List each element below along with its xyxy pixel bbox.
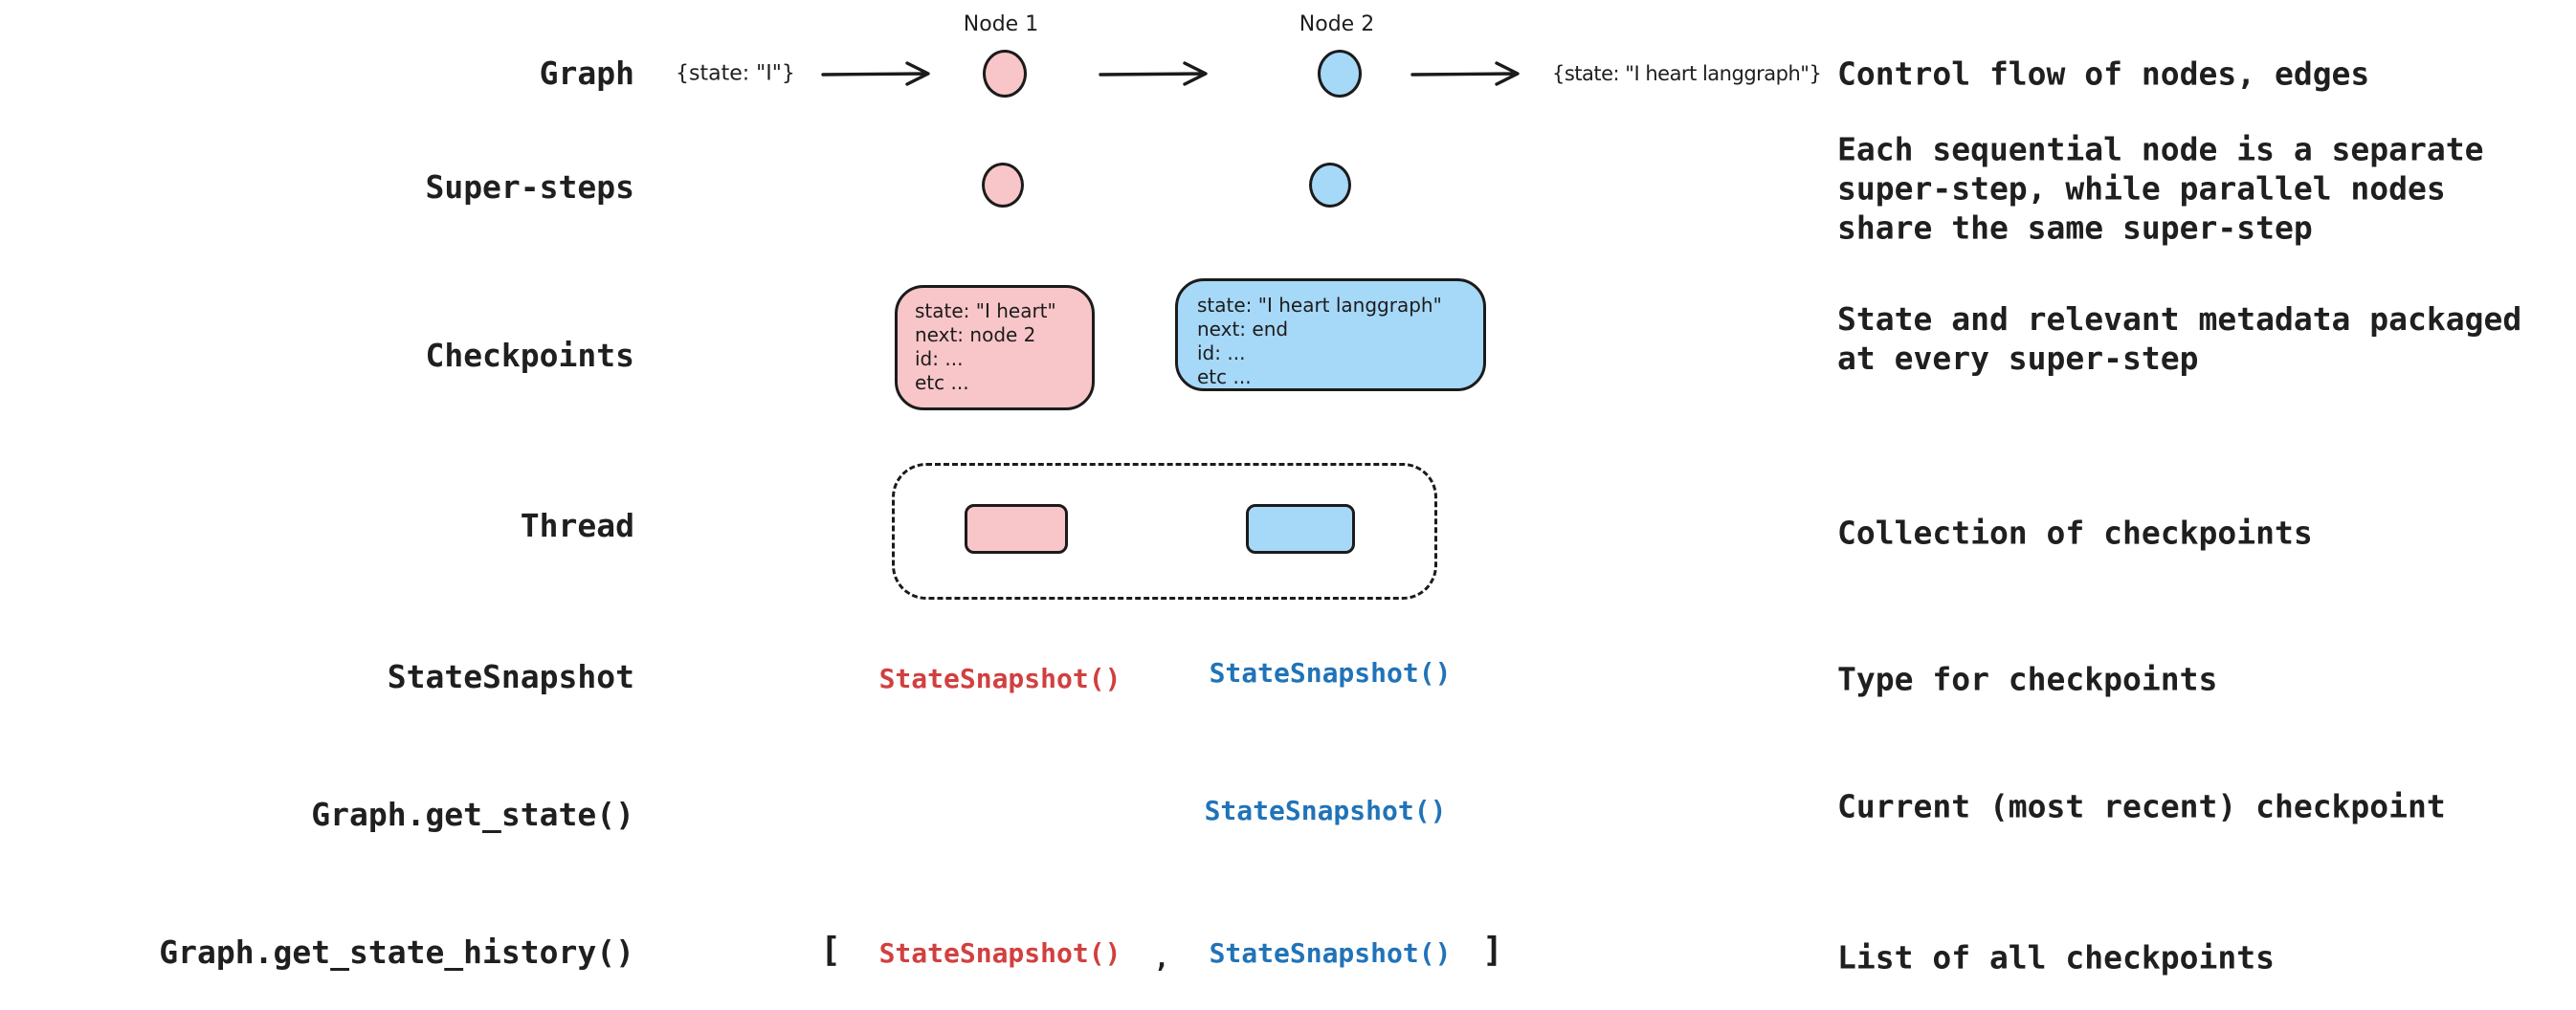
checkpoint-box-node1: state: "I heart" next: node 2 id: ... et… — [895, 285, 1095, 410]
label-checkpoints: Checkpoints — [425, 337, 634, 375]
superstep-node-2 — [1309, 163, 1351, 208]
desc-get-state-history: List of all checkpoints — [1837, 938, 2275, 977]
input-state-annotation: {state: "I"} — [676, 61, 795, 86]
thread-checkpoint-blue — [1246, 504, 1355, 554]
close-bracket: ] — [1482, 931, 1503, 970]
checkpoint-line: id: ... — [1197, 341, 1246, 364]
node-2-circle — [1318, 50, 1362, 98]
desc-get-state: Current (most recent) checkpoint — [1837, 787, 2446, 825]
open-bracket: [ — [820, 931, 841, 970]
history-statesnapshot-red: StateSnapshot() — [878, 937, 1121, 969]
checkpoint-line: next: end — [1197, 318, 1289, 340]
statesnapshot-blue: StateSnapshot() — [1209, 657, 1452, 689]
history-statesnapshot-blue: StateSnapshot() — [1209, 937, 1452, 969]
desc-statesnapshot: Type for checkpoints — [1837, 660, 2218, 698]
node-1-circle — [983, 50, 1027, 98]
checkpoint-line: state: "I heart langgraph" — [1197, 294, 1442, 317]
thread-boundary — [892, 463, 1437, 600]
checkpoint-box-node2: state: "I heart langgraph" next: end id:… — [1175, 278, 1486, 391]
checkpoint-line: etc ... — [1197, 365, 1252, 388]
label-get-state-history: Graph.get_state_history() — [159, 933, 634, 972]
desc-checkpoints: State and relevant metadata packaged at … — [1837, 300, 2522, 377]
checkpoint-line: state: "I heart" — [915, 299, 1056, 322]
flow-arrow-icon — [821, 61, 930, 86]
desc-thread: Collection of checkpoints — [1837, 514, 2313, 552]
desc-super-steps: Each sequential node is a separate super… — [1837, 130, 2484, 247]
flow-arrow-icon — [1099, 61, 1208, 86]
output-state-annotation: {state: "I heart langgraph"} — [1552, 62, 1822, 85]
comma-separator: , — [1153, 942, 1170, 974]
label-super-steps: Super-steps — [425, 168, 634, 207]
checkpoint-line: next: node 2 — [915, 323, 1036, 346]
checkpoint-line: id: ... — [915, 347, 964, 370]
flow-arrow-icon — [1410, 61, 1520, 86]
label-get-state: Graph.get_state() — [311, 796, 634, 834]
label-thread: Thread — [520, 507, 634, 545]
desc-graph: Control flow of nodes, edges — [1837, 55, 2370, 93]
label-statesnapshot: StateSnapshot — [387, 658, 634, 696]
checkpoint-line: etc ... — [915, 371, 969, 394]
node2-title: Node 2 — [1299, 12, 1375, 36]
statesnapshot-red: StateSnapshot() — [878, 663, 1121, 694]
thread-checkpoint-pink — [965, 504, 1068, 554]
get-state-result: StateSnapshot() — [1204, 795, 1447, 826]
superstep-node-1 — [982, 163, 1024, 208]
node1-title: Node 1 — [963, 12, 1039, 36]
label-graph: Graph — [539, 55, 634, 93]
